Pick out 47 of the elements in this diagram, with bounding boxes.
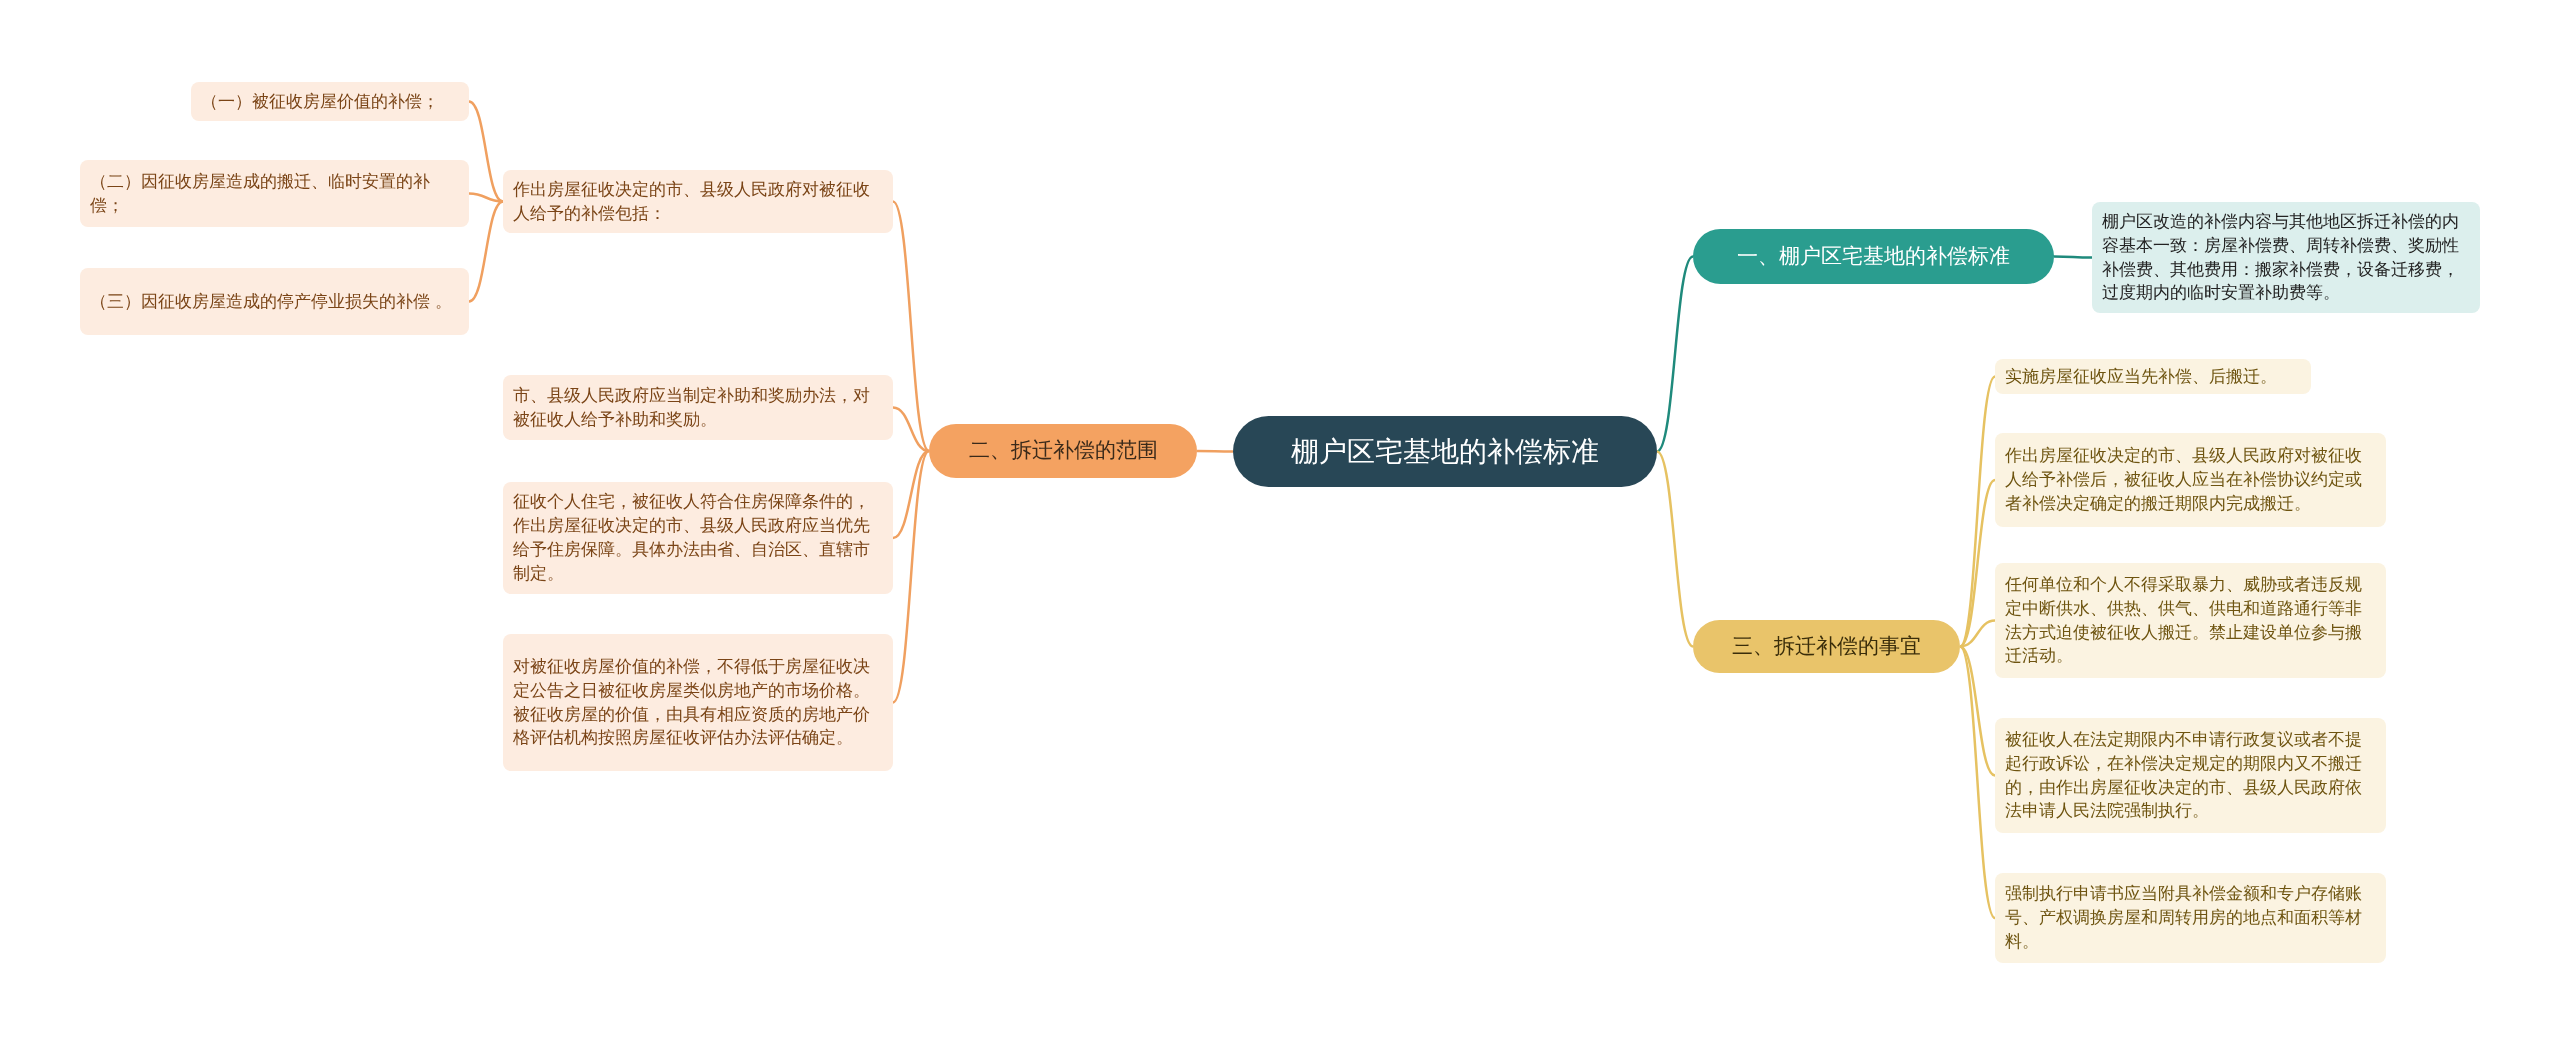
leaf-topic xyxy=(80,160,469,227)
topic-text: 对被征收房屋价值的补偿，不得低于房屋征收决定公告之日被征收房屋类似房地产的市场价格。被征收房屋的价值，由具有相应资质的房地产价格评估机构按照房屋征收评估办法评估确定。 xyxy=(513,655,871,750)
connector-line xyxy=(468,100,504,203)
leaf-topic xyxy=(503,375,893,440)
topic-text: 三、拆迁补偿的事宜 xyxy=(1732,633,1921,660)
topic-text: 作出房屋征收决定的市、县级人民政府对被征收人给予补偿后，被征收人应当在补偿协议约定或者补偿决定确定的搬迁期限内完成搬迁。 xyxy=(2005,445,2363,515)
topic-text: 二、拆迁补偿的范围 xyxy=(968,438,1158,464)
leaf-topic xyxy=(1995,433,2386,527)
topic-text: 任何单位和个人不得采取暴力、威胁或者违反规定中断供水、供热、供气、供电和道路通行等非法方式迫使被征收人搬迁。禁止建设单位参与搬迁活动。 xyxy=(2005,573,2363,668)
topic-text: （三）因征收房屋造成的停产停业损失的补偿 。 xyxy=(90,290,453,313)
connector-line xyxy=(1959,645,1996,919)
leaf-topic xyxy=(503,634,893,771)
branch-topic xyxy=(1693,620,1960,673)
connector-line xyxy=(468,200,504,303)
topic-text: 棚户区宅基地的补偿标准 xyxy=(1291,434,1599,469)
topic-text: （一）被征收房屋价值的补偿； xyxy=(201,90,439,113)
leaf-topic xyxy=(80,268,469,335)
connector-line xyxy=(1656,255,1694,453)
connector-line xyxy=(1959,645,1996,777)
topic-text: 被征收人在法定期限内不申请行政复议或者不提起行政诉讼，在补偿决定规定的期限内又不搬迁的，由作出房屋征收决定的市、县级人民政府依法申请人民法院强制执行。 xyxy=(2005,728,2363,823)
topic-text: 强制执行申请书应当附具补偿金额和专户存储账号、产权调换房屋和周转用房的地点和面积等材料。 xyxy=(2005,883,2363,953)
topic-text: 市、县级人民政府应当制定补助和奖励办法，对被征收人给予补助和奖励。 xyxy=(513,384,871,431)
topic-text: 一、棚户区宅基地的补偿标准 xyxy=(1737,243,2010,270)
topic-text: 棚户区改造的补偿内容与其他地区拆迁补偿的内容基本一致：房屋补偿费、周转补偿费、奖励性补偿费、其他费用：搬家补偿费，设备迁移费，过度期内的临时安置补助费等。 xyxy=(2102,210,2460,305)
connector-line xyxy=(892,449,930,540)
topic-text: （二）因征收房屋造成的搬迁、临时安置的补偿； xyxy=(90,170,431,217)
branch-topic xyxy=(929,424,1197,478)
connector-line xyxy=(892,450,930,704)
leaf-topic xyxy=(1995,873,2386,963)
connector-line xyxy=(2054,255,2092,259)
leaf-topic xyxy=(1995,563,2386,678)
leaf-topic xyxy=(2092,202,2480,313)
connector-line xyxy=(892,200,930,452)
connector-line xyxy=(1197,449,1233,453)
leaf-topic xyxy=(1995,718,2386,833)
connector-line xyxy=(1959,375,1996,648)
branch-topic xyxy=(1693,229,2054,284)
topic-text: 征收个人住宅，被征收人符合住房保障条件的，作出房屋征收决定的市、县级人民政府应当优先给予住房保障。具体办法由省、自治区、直辖市制定。 xyxy=(513,491,871,585)
leaf-topic xyxy=(191,82,469,121)
leaf-topic xyxy=(503,482,893,594)
connector-line xyxy=(1656,450,1694,648)
connector-line xyxy=(892,406,930,453)
leaf-topic xyxy=(503,170,893,233)
topic-text: 作出房屋征收决定的市、县级人民政府对被征收人给予的补偿包括： xyxy=(513,178,871,225)
topic-text: 实施房屋征收应当先补偿、后搬迁。 xyxy=(2005,365,2277,388)
leaf-topic xyxy=(1995,359,2311,394)
connector-line xyxy=(1959,479,1996,648)
